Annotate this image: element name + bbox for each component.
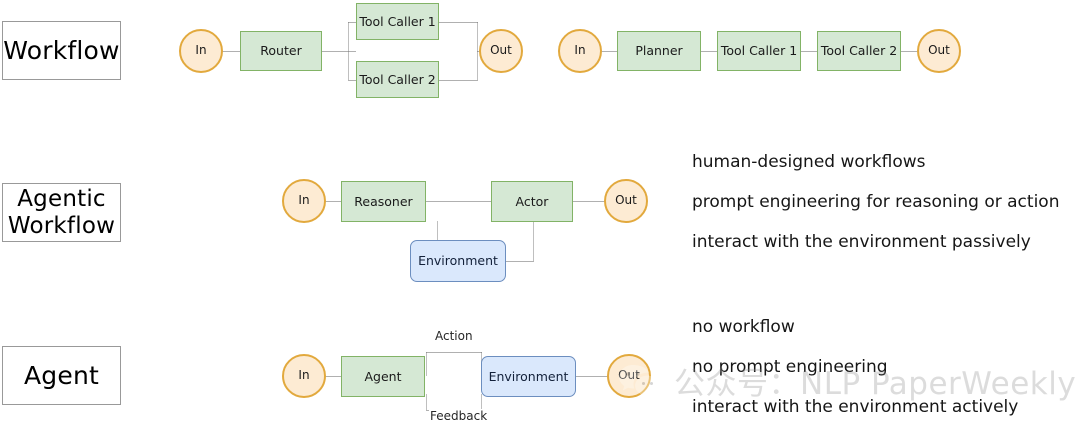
node-planner: Planner [617,31,701,71]
row-label-agent-text: Agent [24,360,99,390]
node-tool-caller-1-label: Tool Caller 1 [359,13,436,29]
edge-label-feedback: Feedback [429,409,489,423]
connector-inb-planner [601,51,618,52]
bullet-agent-3: interact with the environment actively [690,397,1021,419]
node-out-workflow-a: Out [479,29,523,73]
node-in-agent: In [282,354,326,398]
connector-agent-up [426,352,427,376]
node-environment-agent-label: Environment [488,368,569,384]
connector-agent-environment-action [426,352,482,353]
node-environment-agentic: Environment [410,240,506,282]
node-in-workflow-b-label: In [574,43,586,58]
connector-tc2-outb [900,51,917,52]
node-tool-caller-1b: Tool Caller 1 [717,31,801,71]
node-router: Router [240,31,322,71]
node-in-agentic: In [282,179,326,223]
node-reasoner-label: Reasoner [354,193,413,209]
node-out-agent-label: Out [618,368,640,383]
node-agent-label: Agent [364,368,402,384]
connector-branch-bottom [348,80,358,81]
row-label-workflow-text: Workflow [3,35,120,65]
node-tool-caller-2: Tool Caller 2 [356,61,439,98]
node-in-workflow-a-label: In [195,43,207,58]
connector-environment-out [576,376,608,377]
node-tool-caller-1b-label: Tool Caller 1 [720,43,798,59]
connector-toolcallers-out-top [438,22,478,23]
node-actor: Actor [491,181,573,222]
node-out-agentic: Out [604,179,648,223]
row-label-agentic-line1: Agentic [17,186,106,213]
connector-actor-environment [533,221,534,261]
node-in-agent-label: In [298,368,310,383]
node-tool-caller-2b-label: Tool Caller 2 [820,43,898,59]
node-out-workflow-a-label: Out [490,43,512,58]
node-environment-agent: Environment [481,356,576,397]
connector-in-reasoner [325,201,342,202]
connector-environment-actor-h [504,261,534,262]
connector-reasoner-actor [425,201,493,202]
connector-planner-tc1 [700,51,717,52]
connector-in-router [221,51,242,52]
bullet-agentic-2: prompt engineering for reasoning or acti… [690,192,1062,214]
row-label-agentic-line2: Workflow [7,212,116,239]
node-router-label: Router [260,43,302,59]
node-out-agent: Out [607,354,651,398]
node-tool-caller-2-label: Tool Caller 2 [359,71,436,87]
connector-toolcallers-out-bottom [438,80,478,81]
node-environment-agentic-label: Environment [418,253,498,269]
connector-router-toolcallers [321,51,356,52]
node-tool-caller-2b: Tool Caller 2 [817,31,901,71]
node-in-workflow-a: In [179,29,223,73]
node-reasoner: Reasoner [341,181,426,222]
node-in-workflow-b: In [558,29,602,73]
node-out-workflow-b-label: Out [928,43,950,58]
node-in-agentic-label: In [298,193,310,208]
connector-tc1-tc2 [800,51,817,52]
row-label-agentic-workflow: Agentic Workflow [2,183,121,242]
node-agent: Agent [341,356,425,397]
connector-branch-top [348,22,358,23]
connector-in-agent [325,376,342,377]
bullet-agentic-1: human-designed workflows [690,152,928,174]
row-label-agent: Agent [2,346,121,405]
node-actor-label: Actor [515,193,549,209]
connector-branch-vertical [348,22,349,80]
bullet-agent-2: no prompt engineering [690,357,890,379]
node-planner-label: Planner [635,43,683,59]
connector-reasoner-environment [437,221,438,242]
node-out-workflow-b: Out [917,29,961,73]
node-tool-caller-1: Tool Caller 1 [356,3,439,40]
row-label-workflow: Workflow [2,21,121,80]
bullet-agentic-3: interact with the environment passively [690,232,1033,254]
node-out-agentic-label: Out [615,193,637,208]
connector-agent-down [426,394,427,410]
connector-actor-out [572,201,605,202]
bullet-agent-1: no workflow [690,317,797,339]
edge-label-action: Action [434,329,474,343]
connector-environment-down [481,394,482,410]
